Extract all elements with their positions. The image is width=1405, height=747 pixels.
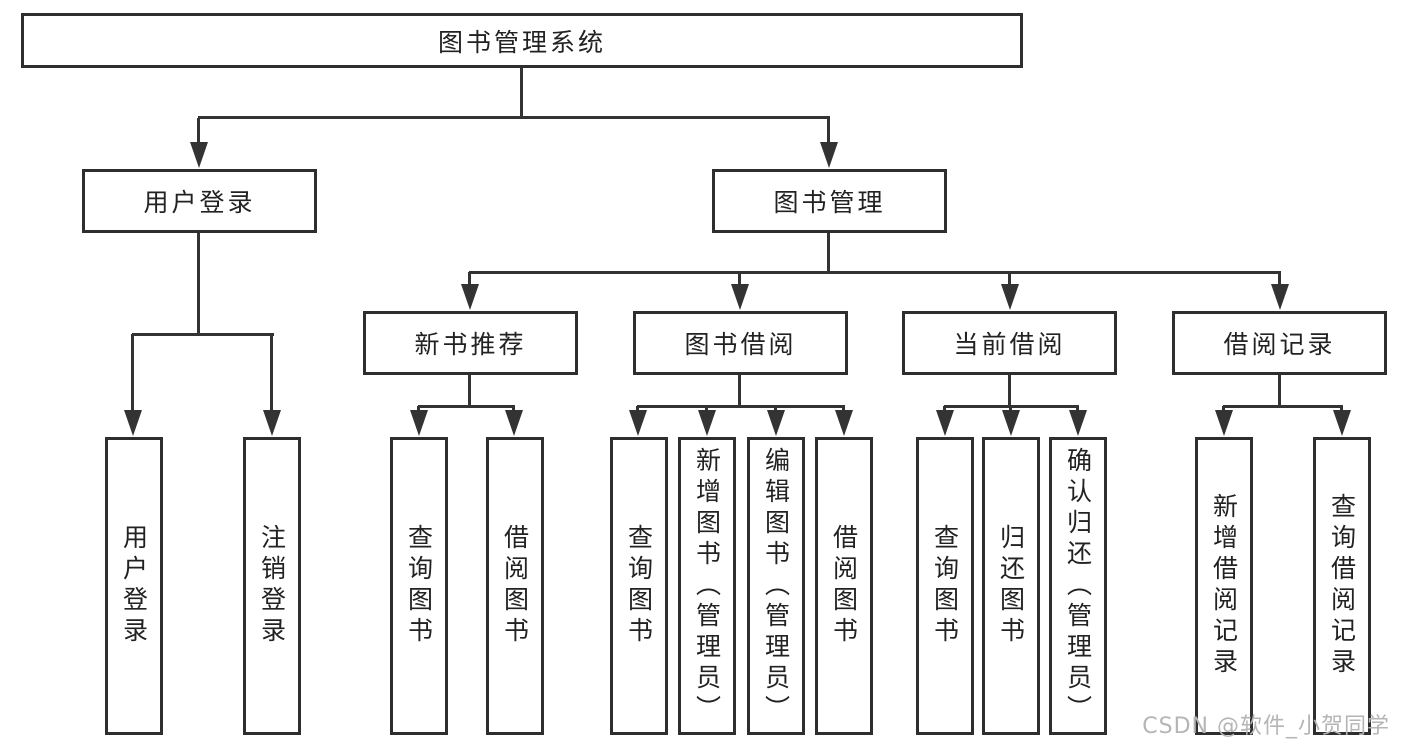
arrowhead-down-icon (1069, 410, 1087, 436)
connector-line (1278, 272, 1281, 292)
leaf-query-books-recommend-label: 查询图书 (404, 524, 434, 648)
connector-line (738, 272, 741, 292)
node-user-login-label: 用户登录 (143, 188, 256, 217)
arrowhead-down-icon (190, 142, 208, 168)
leaf-query-books-borrowing: 查询图书 (610, 437, 668, 735)
leaf-confirm-return-admin-label: 确认归还（管理员） (1063, 446, 1093, 726)
connector-line (1278, 375, 1281, 408)
connector-line (1223, 405, 1343, 408)
leaf-add-borrow-record-label: 新增借阅记录 (1209, 493, 1239, 679)
node-current-borrowing: 当前借阅 (902, 311, 1117, 375)
node-book-borrowing-label: 图书借阅 (684, 330, 797, 359)
connector-line (198, 116, 830, 119)
leaf-add-book-admin-label: 新增图书（管理员） (692, 446, 722, 726)
leaf-add-book-admin: 新增图书（管理员） (678, 437, 736, 735)
connector-line (1008, 375, 1011, 408)
connector-line (270, 334, 273, 418)
node-book-management: 图书管理 (712, 169, 947, 233)
leaf-query-borrow-record-label: 查询借阅记录 (1327, 493, 1357, 679)
arrowhead-down-icon (629, 410, 647, 436)
leaf-edit-book-admin: 编辑图书（管理员） (747, 437, 805, 735)
leaf-borrow-books-recommend: 借阅图书 (486, 437, 544, 735)
arrowhead-down-icon (835, 410, 853, 436)
arrowhead-down-icon (698, 410, 716, 436)
leaf-user-login: 用户登录 (105, 437, 163, 735)
connector-line (197, 232, 200, 336)
arrowhead-down-icon (263, 410, 281, 436)
connector-line (738, 375, 741, 408)
leaf-add-borrow-record: 新增借阅记录 (1195, 437, 1253, 735)
node-new-book-recommend: 新书推荐 (363, 311, 578, 375)
node-user-login: 用户登录 (82, 169, 317, 233)
leaf-query-borrow-record: 查询借阅记录 (1313, 437, 1371, 735)
connector-line (131, 334, 134, 418)
leaf-logout-label: 注销登录 (257, 524, 287, 648)
connector-line (827, 232, 830, 274)
connector-line (468, 272, 471, 292)
arrowhead-down-icon (936, 410, 954, 436)
leaf-confirm-return-admin: 确认归还（管理员） (1049, 437, 1107, 735)
node-root-label: 图书管理系统 (437, 27, 606, 57)
node-book-management-label: 图书管理 (773, 188, 886, 217)
node-current-borrowing-label: 当前借阅 (953, 330, 1066, 359)
leaf-logout: 注销登录 (243, 437, 301, 735)
arrowhead-down-icon (1001, 284, 1019, 310)
arrowhead-down-icon (820, 142, 838, 168)
connector-line (469, 271, 1281, 274)
connector-line (827, 118, 830, 150)
connector-line (1008, 272, 1011, 292)
node-book-borrowing: 图书借阅 (633, 311, 848, 375)
arrowhead-down-icon (1002, 410, 1020, 436)
connector-line (520, 68, 523, 118)
leaf-edit-book-admin-label: 编辑图书（管理员） (761, 446, 791, 726)
arrowhead-down-icon (1333, 410, 1351, 436)
arrowhead-down-icon (505, 410, 523, 436)
arrowhead-down-icon (1271, 284, 1289, 310)
arrowhead-down-icon (1215, 410, 1233, 436)
csdn-watermark: CSDN @软件_小贺同学 (1142, 714, 1390, 739)
arrowhead-down-icon (767, 410, 785, 436)
arrowhead-down-icon (124, 410, 142, 436)
leaf-query-books-borrowing-label: 查询图书 (624, 524, 654, 648)
node-borrowing-records-label: 借阅记录 (1223, 330, 1336, 359)
arrowhead-down-icon (410, 410, 428, 436)
leaf-query-books-recommend: 查询图书 (390, 437, 448, 735)
node-borrowing-records: 借阅记录 (1172, 311, 1387, 375)
connector-line (468, 375, 471, 408)
leaf-borrow-books-borrowing-label: 借阅图书 (829, 524, 859, 648)
leaf-borrow-books-recommend-label: 借阅图书 (500, 524, 530, 648)
arrowhead-down-icon (461, 284, 479, 310)
leaf-borrow-books-borrowing: 借阅图书 (815, 437, 873, 735)
node-new-book-recommend-label: 新书推荐 (414, 330, 527, 359)
connector-line (197, 118, 200, 150)
leaf-user-login-label: 用户登录 (119, 524, 149, 648)
connector-line (418, 405, 515, 408)
connector-line (132, 333, 274, 336)
leaf-query-books-current-label: 查询图书 (930, 524, 960, 648)
connector-line (637, 405, 845, 408)
leaf-query-books-current: 查询图书 (916, 437, 974, 735)
node-root: 图书管理系统 (21, 13, 1023, 68)
leaf-return-books: 归还图书 (982, 437, 1040, 735)
arrowhead-down-icon (731, 284, 749, 310)
leaf-return-books-label: 归还图书 (996, 524, 1026, 648)
